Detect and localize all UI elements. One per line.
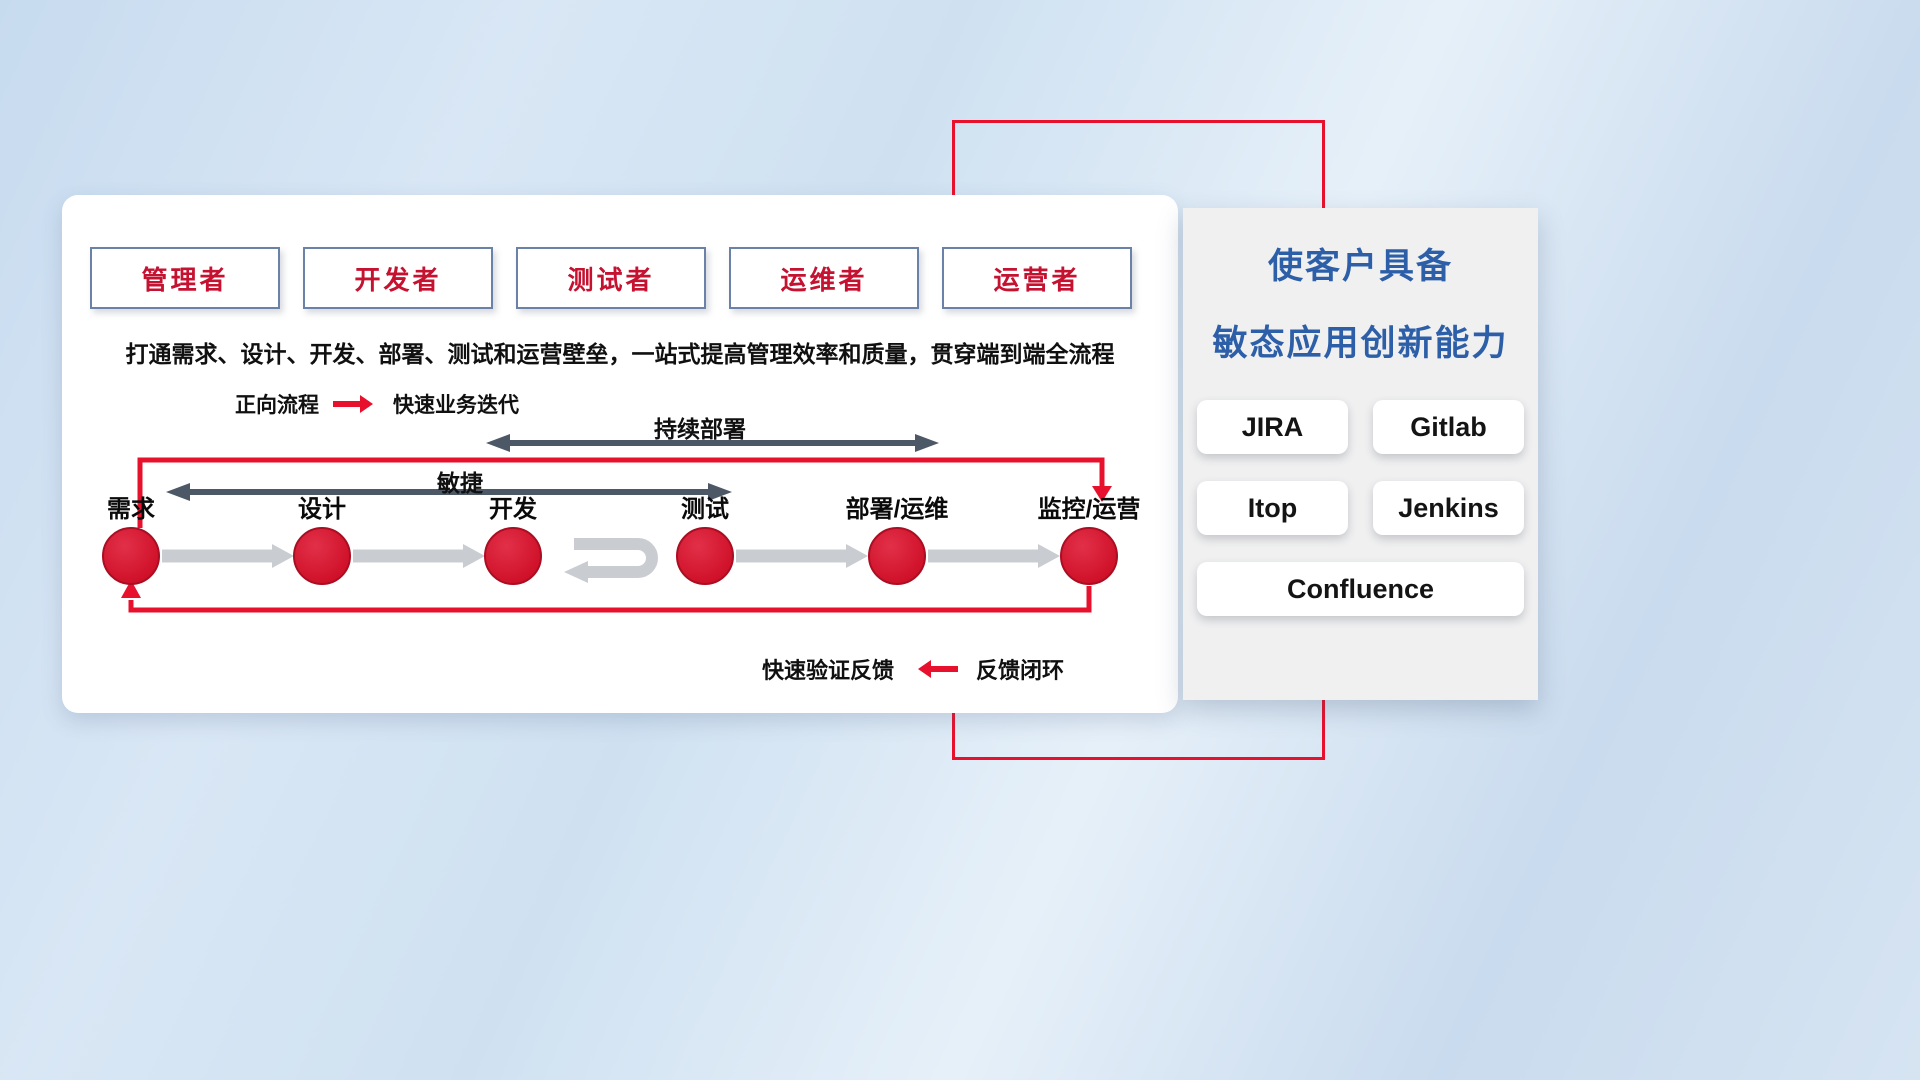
panel-description: 打通需求、设计、开发、部署、测试和运营壁垒，一站式提高管理效率和质量，贯穿端到端…	[125, 341, 1115, 367]
tool-chip-gitlab: Gitlab	[1373, 400, 1524, 454]
flow-node-development: 开发	[443, 495, 583, 585]
role-label: 管理者	[141, 264, 229, 295]
role-box-ops: 运维者	[729, 247, 919, 309]
tools-grid: JIRA Gitlab Itop Jenkins Confluence	[1197, 400, 1524, 616]
node-circle	[102, 527, 160, 585]
role-box-manager: 管理者	[90, 247, 280, 309]
iteration-loop-arrowhead-icon	[564, 561, 588, 583]
tool-chip-confluence: Confluence	[1197, 562, 1524, 616]
flow-node-design: 设计	[252, 495, 392, 585]
flow-node-requirements: 需求	[61, 495, 201, 585]
node-circle	[676, 527, 734, 585]
feedback-loop-line	[128, 586, 1092, 613]
devops-flow-panel: 管理者 开发者 测试者 运维者 运营者 打通需求、设计、开发、部署、测试和运营壁…	[62, 195, 1178, 713]
forward-flow-legend: 正向流程 快速业务迭代	[235, 389, 519, 419]
role-label: 运营者	[993, 264, 1081, 295]
flow-node-deploy-ops: 部署/运维	[827, 495, 967, 585]
flow-diagram: 持续部署 敏捷 需求 设计 开发 测试 部署/运维	[62, 410, 1178, 695]
tool-chip-jenkins: Jenkins	[1373, 481, 1524, 535]
node-circle	[293, 527, 351, 585]
roles-row: 管理者 开发者 测试者 运维者 运营者	[90, 247, 1132, 309]
feedback-legend: 快速验证反馈 反馈闭环	[762, 653, 1064, 685]
role-box-tester: 测试者	[516, 247, 706, 309]
forward-flow-label: 正向流程	[235, 394, 319, 417]
feedback-arrow-icon	[918, 660, 959, 678]
capability-title-line2: 敏态应用创新能力	[1212, 324, 1509, 363]
forward-arrow-icon	[333, 395, 373, 413]
continuous-deployment-label: 持续部署	[654, 416, 746, 442]
capability-title: 使客户具备 敏态应用创新能力	[1197, 238, 1524, 366]
node-circle	[868, 527, 926, 585]
feedback-loop-arrowhead-icon	[121, 580, 141, 598]
capability-title-line1: 使客户具备	[1267, 247, 1453, 286]
iteration-loop-arrow-icon	[574, 538, 658, 578]
role-label: 开发者	[354, 264, 442, 295]
node-label: 监控/运营	[1037, 496, 1141, 523]
flow-node-testing: 测试	[635, 495, 775, 585]
agile-left-arrowhead-icon	[166, 483, 190, 501]
forward-flow-value: 快速业务迭代	[393, 394, 519, 417]
role-box-operator: 运营者	[942, 247, 1132, 309]
flow-node-monitor-ops: 监控/运营	[1019, 495, 1159, 585]
flow-arrows-layer	[121, 434, 1112, 613]
agile-label: 敏捷	[437, 470, 483, 496]
node-label: 部署/运维	[845, 496, 949, 523]
node-label: 需求	[107, 496, 155, 523]
agile-right-arrowhead-icon	[708, 483, 732, 501]
capability-panel: 使客户具备 敏态应用创新能力 JIRA Gitlab Itop Jenkins …	[1183, 208, 1538, 700]
forward-loop-arrowhead-icon	[1092, 486, 1112, 502]
forward-loop-line	[137, 457, 1105, 528]
tool-chip-itop: Itop	[1197, 481, 1348, 535]
node-circle	[484, 527, 542, 585]
cd-right-arrowhead-icon	[915, 434, 939, 452]
node-label: 开发	[489, 496, 537, 523]
node-circle	[1060, 527, 1118, 585]
feedback-label: 快速验证反馈	[762, 658, 895, 683]
tool-chip-jira: JIRA	[1197, 400, 1348, 454]
cd-left-arrowhead-icon	[486, 434, 510, 452]
step-arrows	[162, 544, 1060, 568]
node-label: 设计	[298, 496, 346, 523]
feedback-value: 反馈闭环	[976, 658, 1065, 683]
role-label: 运维者	[780, 264, 868, 295]
node-label: 测试	[681, 496, 729, 523]
role-label: 测试者	[567, 264, 655, 295]
role-box-developer: 开发者	[303, 247, 493, 309]
